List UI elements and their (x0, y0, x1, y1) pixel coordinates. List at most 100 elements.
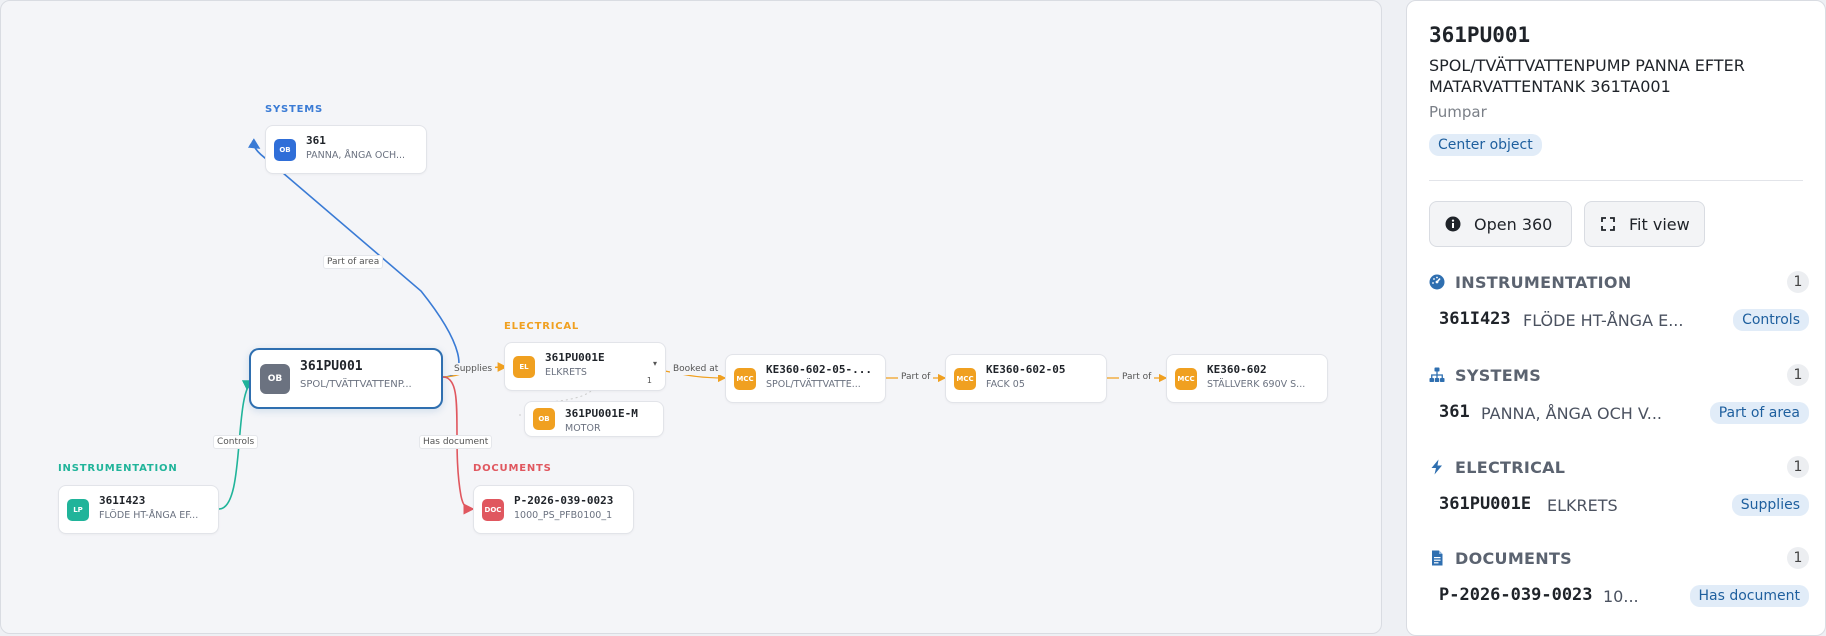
item-id: 361 (1439, 402, 1470, 422)
item-desc: PANNA, ÅNGA OCH V... (1481, 404, 1662, 423)
group-label-instrumentation: INSTRUMENTATION (58, 463, 178, 474)
section-count: 1 (1787, 364, 1809, 386)
section-count: 1 (1787, 456, 1809, 478)
document-badge: DOC (482, 498, 504, 521)
section-title: DOCUMENTS (1455, 549, 1572, 568)
section-header[interactable]: INSTRUMENTATION 1 (1429, 271, 1809, 295)
node-subtitle: ELKRETS (545, 367, 587, 378)
section-documents: DOCUMENTS 1 P-2026-039-0023 10... Has do… (1429, 547, 1809, 617)
expand-caret-icon[interactable]: ▾ (652, 359, 657, 368)
gauge-icon (1429, 274, 1445, 290)
item-desc: ELKRETS (1547, 496, 1618, 515)
node-subtitle: FLÖDE HT-ÅNGA EF... (99, 510, 199, 521)
node-subtitle: SPOL/TVÄTTVATTE... (766, 379, 861, 390)
node-electrical-361pu001e[interactable]: EL 361PU001E ELKRETS ▾ 1 (504, 342, 666, 391)
node-subtitle: FACK 05 (986, 379, 1025, 390)
group-label-documents: DOCUMENTS (473, 463, 552, 474)
section-title: SYSTEMS (1455, 366, 1542, 385)
node-id: P-2026-039-0023 (514, 494, 614, 507)
node-document-p-2026-039-0023[interactable]: DOC P-2026-039-0023 1000_PS_PFB0100_1 (473, 485, 634, 534)
related-item[interactable]: P-2026-039-0023 10... Has document (1439, 585, 1809, 609)
section-header[interactable]: DOCUMENTS 1 (1429, 547, 1809, 571)
instrument-badge: LP (67, 498, 89, 521)
sitemap-icon (1429, 367, 1445, 383)
expand-icon (1599, 215, 1617, 233)
node-id: 361PU001E (545, 351, 605, 364)
item-id: 361I423 (1439, 309, 1511, 329)
bolt-icon (1429, 459, 1445, 475)
relation-pill: Supplies (1731, 494, 1809, 516)
section-header[interactable]: SYSTEMS 1 (1429, 364, 1809, 388)
relation-pill: Has document (1689, 585, 1809, 607)
graph-edges (218, 138, 1168, 515)
fit-view-button[interactable]: Fit view (1584, 201, 1705, 247)
edge-has-document (442, 376, 475, 515)
divider (1429, 180, 1803, 181)
info-icon (1444, 215, 1462, 233)
open-360-button[interactable]: Open 360 (1429, 201, 1572, 247)
edge-label-booked-at: Booked at (670, 363, 722, 375)
center-object-pill: Center object (1429, 134, 1542, 156)
section-header[interactable]: ELECTRICAL 1 (1429, 456, 1809, 480)
group-label-electrical: ELECTRICAL (504, 321, 580, 332)
node-id: 361PU001E-M (565, 407, 638, 420)
node-id: KE360-602-05-... (766, 363, 872, 376)
node-motor-361pu001e-m[interactable]: OB 361PU001E-M MOTOR (524, 401, 664, 437)
item-id: 361PU001E (1439, 494, 1532, 514)
related-item[interactable]: 361I423 FLÖDE HT-ÅNGA E... Controls (1439, 309, 1809, 333)
section-instrumentation: INSTRUMENTATION 1 361I423 FLÖDE HT-ÅNGA … (1429, 271, 1809, 341)
section-electrical: ELECTRICAL 1 361PU001E ELKRETS Supplies (1429, 456, 1809, 526)
edge-label-part-of: Part of (1119, 371, 1155, 383)
node-subtitle: PANNA, ÅNGA OCH... (306, 150, 406, 161)
related-item[interactable]: 361 PANNA, ÅNGA OCH V... Part of area (1439, 402, 1809, 426)
item-desc: FLÖDE HT-ÅNGA E... (1523, 311, 1684, 330)
detail-category: Pumpar (1429, 103, 1487, 121)
item-id: P-2026-039-0023 (1439, 585, 1593, 605)
node-mcc-ke360-602-05[interactable]: MCC KE360-602-05 FACK 05 (945, 354, 1107, 403)
open-360-label: Open 360 (1474, 214, 1553, 234)
edge-label-supplies: Supplies (451, 363, 496, 375)
edge-label-has-document: Has document (419, 435, 493, 449)
object-badge: OB (260, 363, 290, 394)
edge-label-part-of: Part of (898, 371, 934, 383)
mcc-badge: MCC (1175, 367, 1197, 390)
details-panel: 361PU001 SPOL/TVÄTTVATTENPUMP PANNA EFTE… (1406, 0, 1826, 636)
edge-label-controls: Controls (213, 435, 259, 449)
node-mcc-ke360-602[interactable]: MCC KE360-602 STÄLLVERK 690V S... (1166, 354, 1328, 403)
mcc-badge: MCC (734, 367, 756, 390)
node-systems-361[interactable]: OB 361 PANNA, ÅNGA OCH... (265, 125, 427, 174)
node-id: KE360-602-05 (986, 363, 1066, 376)
graph-canvas[interactable]: SYSTEMS ELECTRICAL INSTRUMENTATION DOCUM… (0, 0, 1382, 634)
edge-label-part-of-area: Part of area (323, 255, 384, 269)
related-item[interactable]: 361PU001E ELKRETS Supplies (1439, 494, 1809, 518)
object-badge: OB (274, 138, 296, 161)
node-instrumentation-361i423[interactable]: LP 361I423 FLÖDE HT-ÅNGA EF... (58, 485, 219, 534)
node-id: 361I423 (99, 494, 146, 507)
child-count: 1 (646, 376, 652, 385)
object-badge: OB (533, 408, 555, 430)
node-subtitle: STÄLLVERK 690V S... (1207, 379, 1306, 390)
node-subtitle: 1000_PS_PFB0100_1 (514, 510, 613, 521)
electrical-badge: EL (513, 355, 535, 378)
section-title: ELECTRICAL (1455, 458, 1566, 477)
section-systems: SYSTEMS 1 361 PANNA, ÅNGA OCH V... Part … (1429, 364, 1809, 434)
node-subtitle: MOTOR (565, 423, 601, 434)
fit-view-label: Fit view (1629, 214, 1690, 234)
section-count: 1 (1787, 547, 1809, 569)
detail-description: SPOL/TVÄTTVATTENPUMP PANNA EFTER MATARVA… (1429, 56, 1745, 96)
section-title: INSTRUMENTATION (1455, 273, 1632, 292)
node-mcc-ke360-602-05-x[interactable]: MCC KE360-602-05-... SPOL/TVÄTTVATTE... (725, 354, 886, 403)
node-id: 361PU001 (300, 359, 363, 374)
node-id: 361 (306, 134, 326, 147)
group-label-systems: SYSTEMS (265, 104, 324, 115)
node-id: KE360-602 (1207, 363, 1267, 376)
node-subtitle: SPOL/TVÄTTVATTENP... (300, 379, 412, 390)
relation-pill: Controls (1733, 309, 1809, 331)
item-desc: 10... (1603, 587, 1639, 606)
document-icon (1429, 550, 1445, 566)
section-count: 1 (1787, 271, 1809, 293)
center-node[interactable]: OB 361PU001 SPOL/TVÄTTVATTENP... (249, 348, 443, 409)
relation-pill: Part of area (1709, 402, 1809, 424)
mcc-badge: MCC (954, 367, 976, 390)
detail-title: 361PU001 (1429, 23, 1531, 47)
